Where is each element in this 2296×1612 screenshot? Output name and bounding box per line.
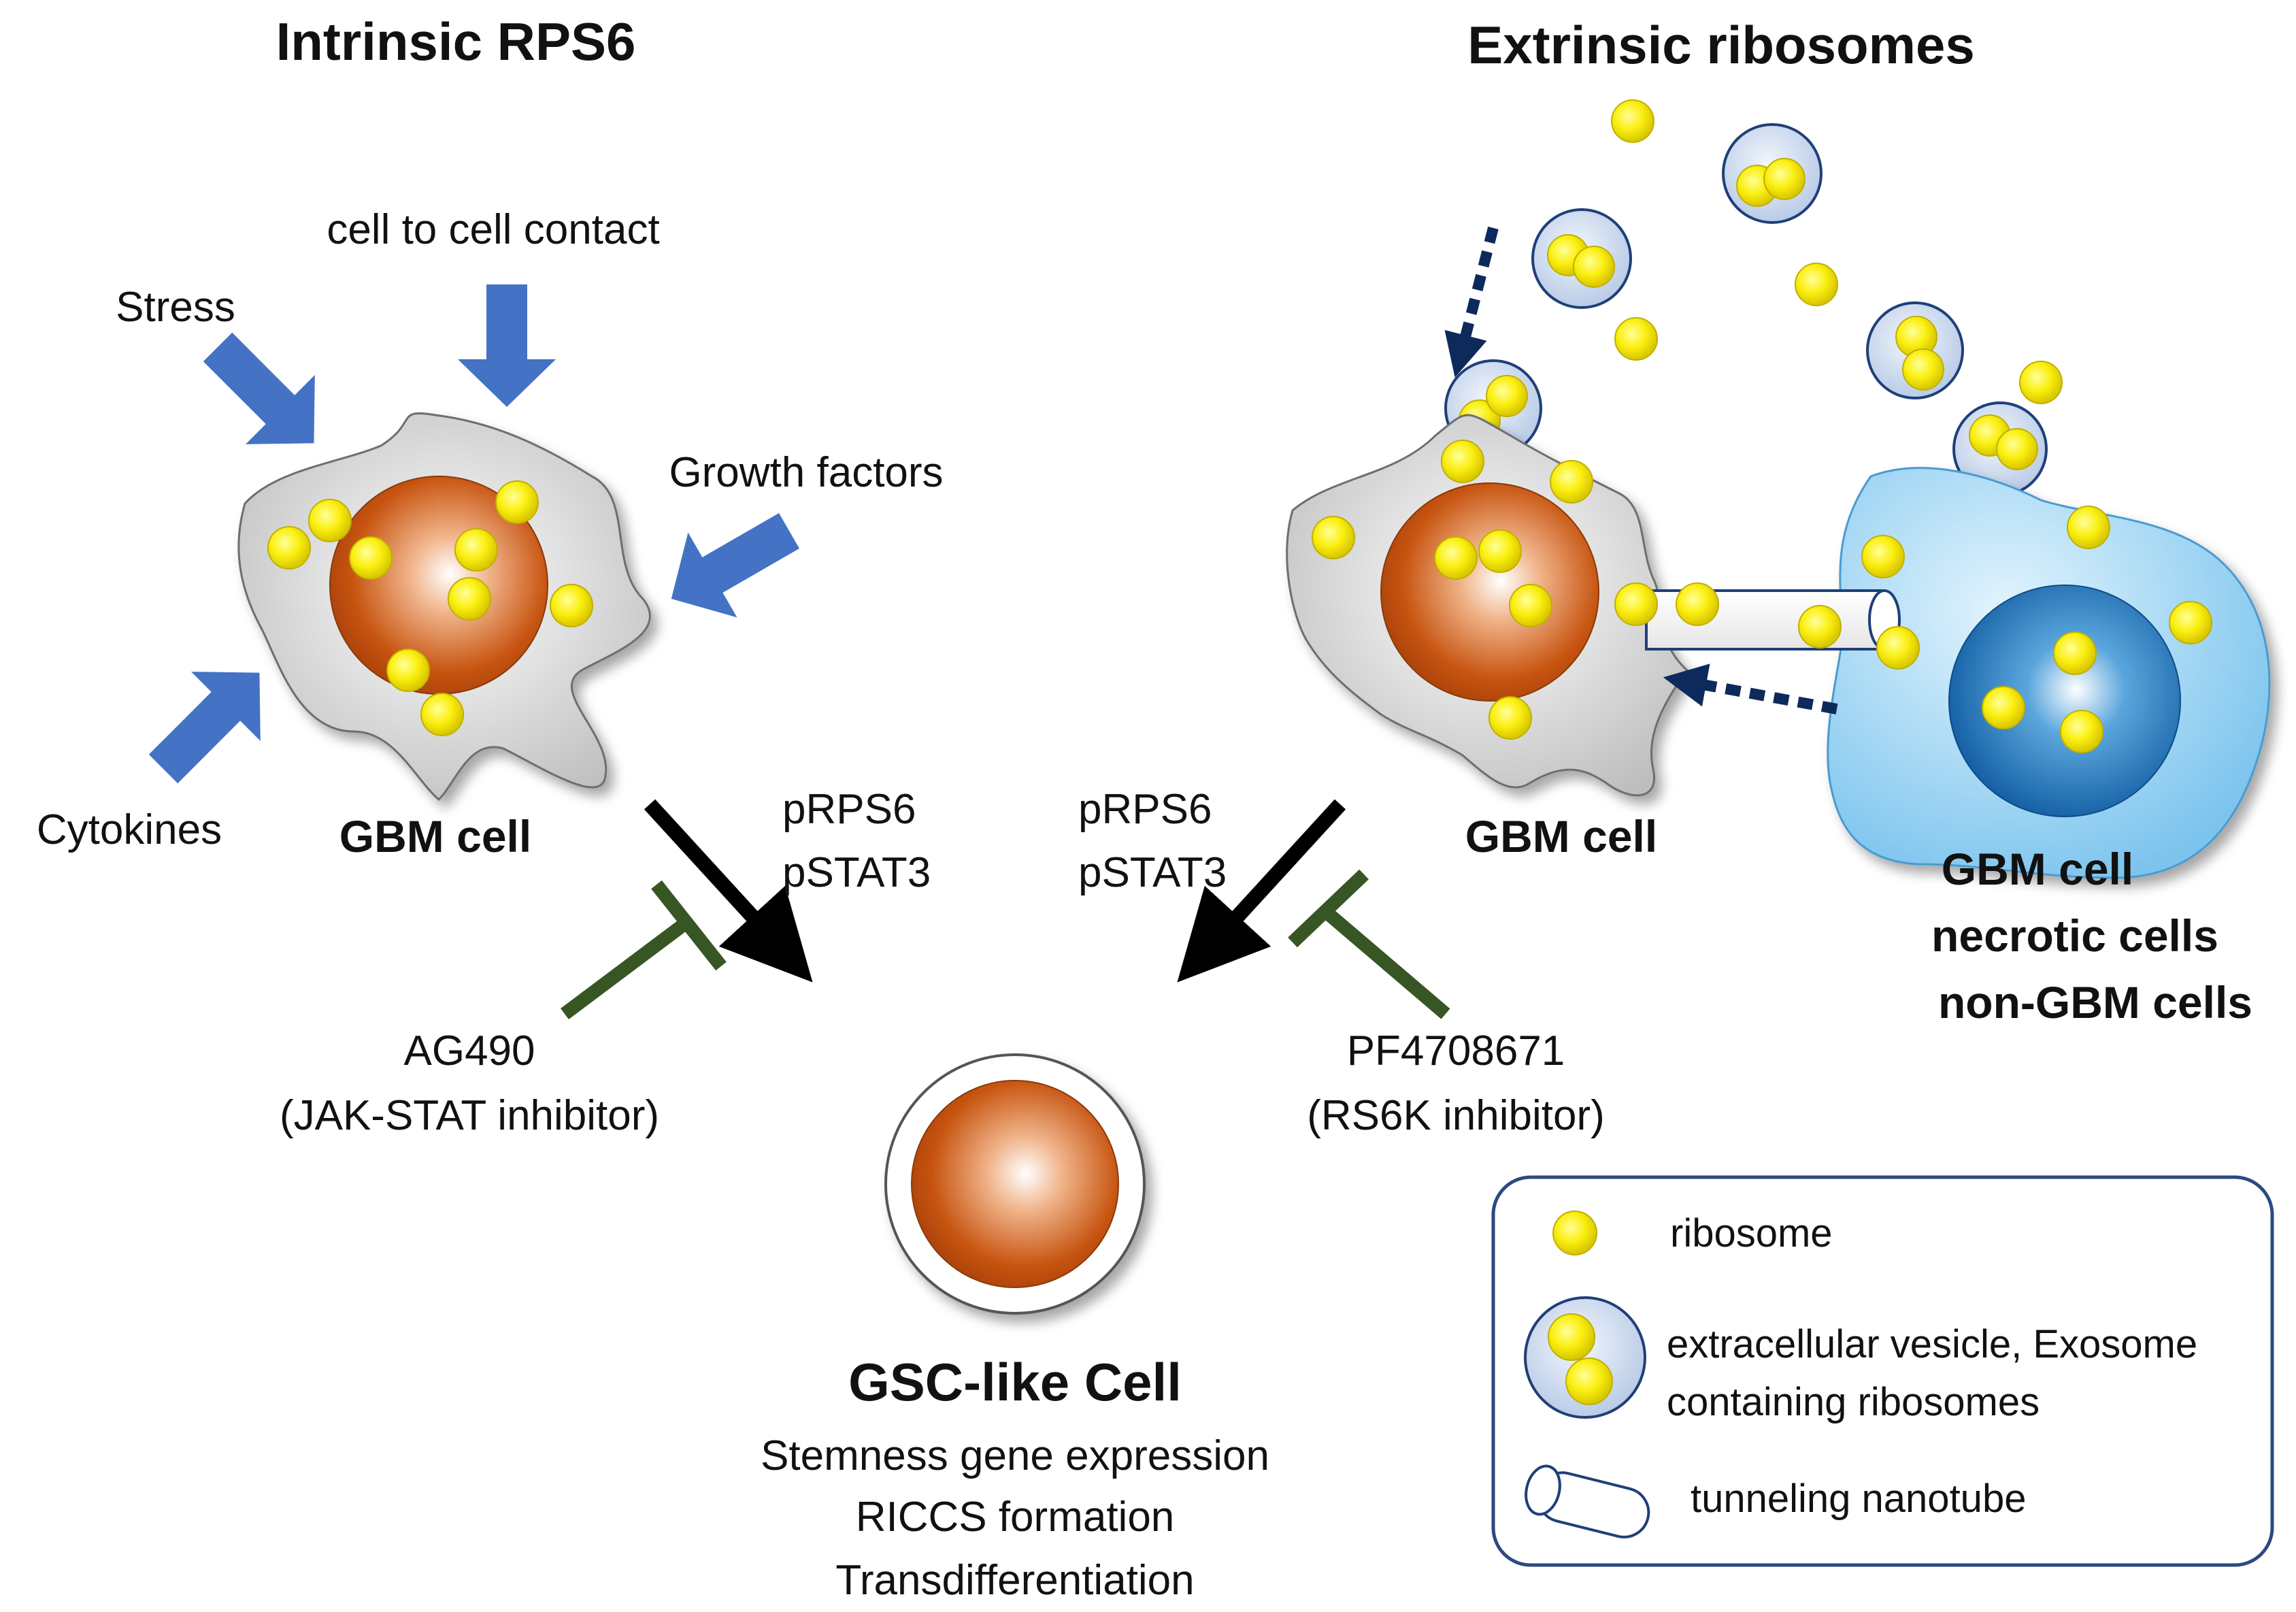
vesicle-icon bbox=[1722, 123, 1823, 224]
label-jak-stat-inhibitor: (JAK-STAT inhibitor) bbox=[280, 1092, 659, 1139]
legend-vesicle-label-2: containing ribosomes bbox=[1667, 1380, 2040, 1424]
ribosome-icon bbox=[386, 648, 430, 692]
label-pstat3-left: pSTAT3 bbox=[782, 849, 931, 896]
ribosome-icon bbox=[1573, 246, 1615, 288]
legend-vesicle-label-1: extracellular vesicle, Exosome bbox=[1667, 1322, 2197, 1366]
ribosome-icon bbox=[2053, 631, 2097, 675]
ribosome-icon bbox=[1982, 686, 2025, 729]
ribosome-icon bbox=[1614, 317, 1658, 361]
legend-vesicle-icon bbox=[1524, 1296, 1646, 1419]
ribosome-icon bbox=[1861, 535, 1905, 578]
nucleus-right bbox=[1380, 482, 1599, 702]
label-outcome-line-2: RICCS formation bbox=[856, 1494, 1175, 1541]
dashed-arrow-uptake bbox=[1444, 227, 1499, 378]
ribosome-icon bbox=[1876, 626, 1920, 670]
ribosome-icon bbox=[1434, 536, 1478, 580]
free-ribosomes bbox=[1611, 99, 2063, 404]
title-intrinsic: Intrinsic RPS6 bbox=[276, 12, 636, 71]
ribosome-icon bbox=[448, 577, 491, 621]
label-prps6-right: pRPS6 bbox=[1078, 786, 1212, 833]
ribosome-icon bbox=[1996, 428, 2038, 470]
ribosome-icon bbox=[420, 693, 464, 736]
label-pf4708671: PF4708671 bbox=[1347, 1027, 1565, 1074]
label-stress: Stress bbox=[116, 284, 235, 331]
label-prps6-left: pRPS6 bbox=[782, 786, 916, 833]
dashed-arrow-transfer bbox=[1663, 663, 1838, 714]
ribosome-icon bbox=[495, 480, 539, 524]
stimulus-arrow-contact bbox=[458, 284, 556, 407]
legend-ribosome-label: ribosome bbox=[1670, 1211, 1833, 1255]
ribosomes-donor bbox=[1861, 506, 2212, 753]
label-outcome-line-3: Transdifferentiation bbox=[835, 1557, 1194, 1604]
vesicle-icon bbox=[1952, 401, 2048, 497]
ribosome-icon bbox=[1902, 348, 1944, 391]
donor-cell bbox=[1827, 467, 2271, 879]
label-cytokines: Cytokines bbox=[37, 806, 222, 853]
gbm-cell-right bbox=[1286, 414, 1689, 797]
ribosome-icon bbox=[550, 584, 593, 627]
legend-box: ribosome extracellular vesicle, Exosome … bbox=[1491, 1175, 2274, 1567]
signal-arrow-left bbox=[644, 799, 813, 983]
legend-nanotube-icon bbox=[1525, 1464, 1650, 1539]
gsc-like-cell bbox=[884, 1053, 1146, 1315]
ribosome-icon bbox=[1611, 99, 1654, 143]
ribosome-icon bbox=[2169, 601, 2212, 644]
ribosome-icon bbox=[308, 499, 352, 542]
ribosome-icon bbox=[1488, 696, 1532, 740]
ribosomes-right bbox=[1312, 440, 1920, 740]
legend-nanotube-label: tunneling nanotube bbox=[1691, 1477, 2026, 1521]
ribosome-icon bbox=[454, 528, 498, 572]
ribosome-icon bbox=[1441, 440, 1484, 483]
ribosome-icon bbox=[1798, 605, 1842, 648]
stimulus-arrow-growth bbox=[671, 513, 799, 618]
gsc-nucleus bbox=[911, 1080, 1119, 1288]
label-pstat3-right: pSTAT3 bbox=[1078, 849, 1227, 896]
ribosome-icon bbox=[349, 536, 393, 580]
ribosome-icon bbox=[2019, 361, 2063, 404]
ribosome-icon bbox=[1550, 460, 1593, 504]
ribosome-icon bbox=[1763, 158, 1806, 200]
donor-nucleus bbox=[1948, 585, 2181, 817]
label-cell-contact: cell to cell contact bbox=[327, 206, 659, 253]
vesicle-icon bbox=[1866, 301, 1964, 399]
ribosome-icon bbox=[2067, 506, 2110, 549]
label-donor-line-1: GBM cell bbox=[1942, 844, 2133, 894]
title-extrinsic: Extrinsic ribosomes bbox=[1467, 15, 1975, 75]
vesicle-icon bbox=[1531, 208, 1632, 309]
ribosome-icon bbox=[1614, 582, 1658, 626]
ribosome-icon bbox=[1478, 529, 1522, 573]
label-rs6k-inhibitor: (RS6K inhibitor) bbox=[1307, 1092, 1605, 1139]
ribosomes-left bbox=[267, 480, 593, 736]
ribosome-icon bbox=[267, 526, 311, 570]
inhibitor-bar-right bbox=[1288, 869, 1450, 1019]
label-gbm-cell-right: GBM cell bbox=[1465, 811, 1657, 861]
ribosome-icon bbox=[1676, 582, 1719, 626]
ribosome-icon bbox=[1509, 584, 1552, 627]
label-donor-line-2: necrotic cells bbox=[1931, 910, 2218, 961]
label-gbm-cell-left: GBM cell bbox=[339, 811, 531, 861]
ribosome-icon bbox=[1486, 375, 1528, 417]
label-ag490: AG490 bbox=[403, 1027, 535, 1074]
ribosome-icon bbox=[1312, 516, 1355, 559]
label-growth-factors: Growth factors bbox=[669, 449, 943, 496]
ribosome-icon bbox=[2060, 710, 2103, 753]
inhibitor-bar-left bbox=[561, 880, 727, 1019]
label-outcome-line-1: Stemness gene expression bbox=[761, 1432, 1269, 1479]
label-donor-line-3: non-GBM cells bbox=[1938, 977, 2252, 1027]
stimulus-arrow-cytokines bbox=[148, 672, 261, 784]
signal-arrow-right bbox=[1177, 799, 1346, 983]
stimulus-arrow-stress bbox=[203, 332, 315, 444]
ribosome-icon bbox=[1795, 263, 1838, 306]
label-gsc-like-cell: GSC-like Cell bbox=[848, 1352, 1182, 1412]
legend-ribosome-icon bbox=[1552, 1211, 1597, 1255]
